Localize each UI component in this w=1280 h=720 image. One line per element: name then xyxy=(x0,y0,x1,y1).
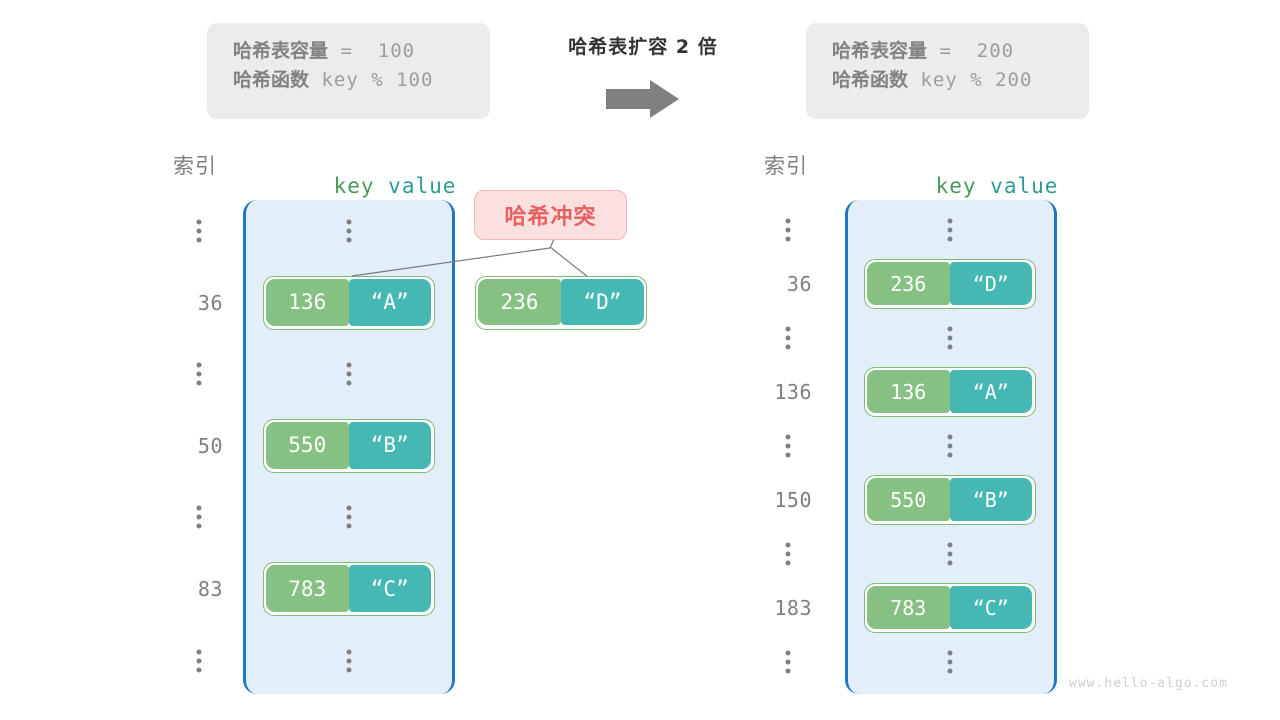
bucket-entry: 550“B” xyxy=(263,418,435,473)
bucket-entry: 783“C” xyxy=(263,562,435,616)
vertical-ellipsis-icon xyxy=(196,362,202,386)
entry-key: 783 xyxy=(867,586,950,629)
vertical-ellipsis-icon xyxy=(346,362,352,386)
row-index: 183 xyxy=(774,596,812,620)
vertical-ellipsis-icon xyxy=(785,326,791,350)
before-capacity-value: = 100 xyxy=(328,40,416,62)
vertical-ellipsis-icon xyxy=(947,218,953,242)
vertical-ellipsis-icon xyxy=(785,650,791,674)
after-capacity-value: = 200 xyxy=(927,40,1015,62)
expand-arrow-icon xyxy=(606,79,680,119)
entry-key: 136 xyxy=(867,370,950,413)
entry-key: 550 xyxy=(867,478,950,521)
row-index: 36 xyxy=(786,272,812,296)
entry-value: “B” xyxy=(949,478,1032,521)
after-header-index: 索引 xyxy=(764,154,808,178)
entry-value: “A” xyxy=(949,370,1032,413)
entry-value: “A” xyxy=(348,278,431,326)
vertical-ellipsis-icon xyxy=(785,218,791,242)
collision-badge: 哈希冲突 xyxy=(474,190,627,240)
before-info-box: 哈希表容量 = 100 哈希函数 key % 100 xyxy=(207,23,490,119)
vertical-ellipsis-icon xyxy=(947,434,953,458)
after-header-kv: key value xyxy=(881,150,1058,222)
diagram-title: 哈希表扩容 2 倍 xyxy=(568,36,718,58)
before-capacity-label: 哈希表容量 xyxy=(233,40,329,62)
entry-value: “C” xyxy=(348,565,431,612)
vertical-ellipsis-icon xyxy=(196,649,202,673)
before-function-label: 哈希函数 xyxy=(233,69,310,92)
before-header-index: 索引 xyxy=(173,154,217,178)
vertical-ellipsis-icon xyxy=(196,505,202,529)
vertical-ellipsis-icon xyxy=(346,219,352,243)
vertical-ellipsis-icon xyxy=(346,649,352,673)
vertical-ellipsis-icon xyxy=(947,326,953,350)
bucket-entry: 136“A” xyxy=(864,367,1036,417)
after-function-value: key % 200 xyxy=(908,69,1033,92)
collision-entry-key: 236 xyxy=(478,279,561,325)
before-header-kv: key value xyxy=(279,150,456,222)
entry-key: 783 xyxy=(266,565,349,612)
before-function-line: 哈希函数 key % 100 xyxy=(233,66,464,95)
entry-value: “C” xyxy=(949,586,1032,629)
collision-entry: 236 “D” xyxy=(475,276,647,330)
bucket-entry: 236“D” xyxy=(864,259,1036,309)
row-index: 136 xyxy=(774,380,812,404)
watermark: www.hello-algo.com xyxy=(1069,676,1228,691)
before-function-value: key % 100 xyxy=(309,69,434,92)
row-index: 50 xyxy=(197,433,223,458)
bucket-entry: 550“B” xyxy=(864,475,1036,525)
bucket-entry: 783“C” xyxy=(864,583,1036,633)
after-header-value: value xyxy=(990,174,1059,198)
after-capacity-label: 哈希表容量 xyxy=(832,40,928,62)
vertical-ellipsis-icon xyxy=(785,434,791,458)
after-header-key: key xyxy=(935,174,977,198)
before-header-value: value xyxy=(388,174,457,198)
entry-value: “B” xyxy=(348,421,431,469)
entry-key: 550 xyxy=(266,421,349,469)
row-index: 150 xyxy=(774,488,812,512)
before-capacity-line: 哈希表容量 = 100 xyxy=(233,37,464,66)
row-index: 83 xyxy=(197,577,223,601)
bucket-entry: 136“A” xyxy=(263,275,435,330)
row-index: 36 xyxy=(197,290,223,315)
vertical-ellipsis-icon xyxy=(947,542,953,566)
collision-entry-value: “D” xyxy=(561,279,644,325)
before-header-key: key xyxy=(333,174,375,198)
entry-value: “D” xyxy=(949,262,1032,305)
after-capacity-line: 哈希表容量 = 200 xyxy=(832,37,1063,66)
entry-key: 136 xyxy=(266,278,349,326)
vertical-ellipsis-icon xyxy=(947,650,953,674)
entry-key: 236 xyxy=(867,262,950,305)
vertical-ellipsis-icon xyxy=(346,505,352,529)
vertical-ellipsis-icon xyxy=(785,542,791,566)
after-info-box: 哈希表容量 = 200 哈希函数 key % 200 xyxy=(806,23,1089,119)
after-function-label: 哈希函数 xyxy=(832,69,909,92)
after-function-line: 哈希函数 key % 200 xyxy=(832,66,1063,95)
vertical-ellipsis-icon xyxy=(196,219,202,243)
